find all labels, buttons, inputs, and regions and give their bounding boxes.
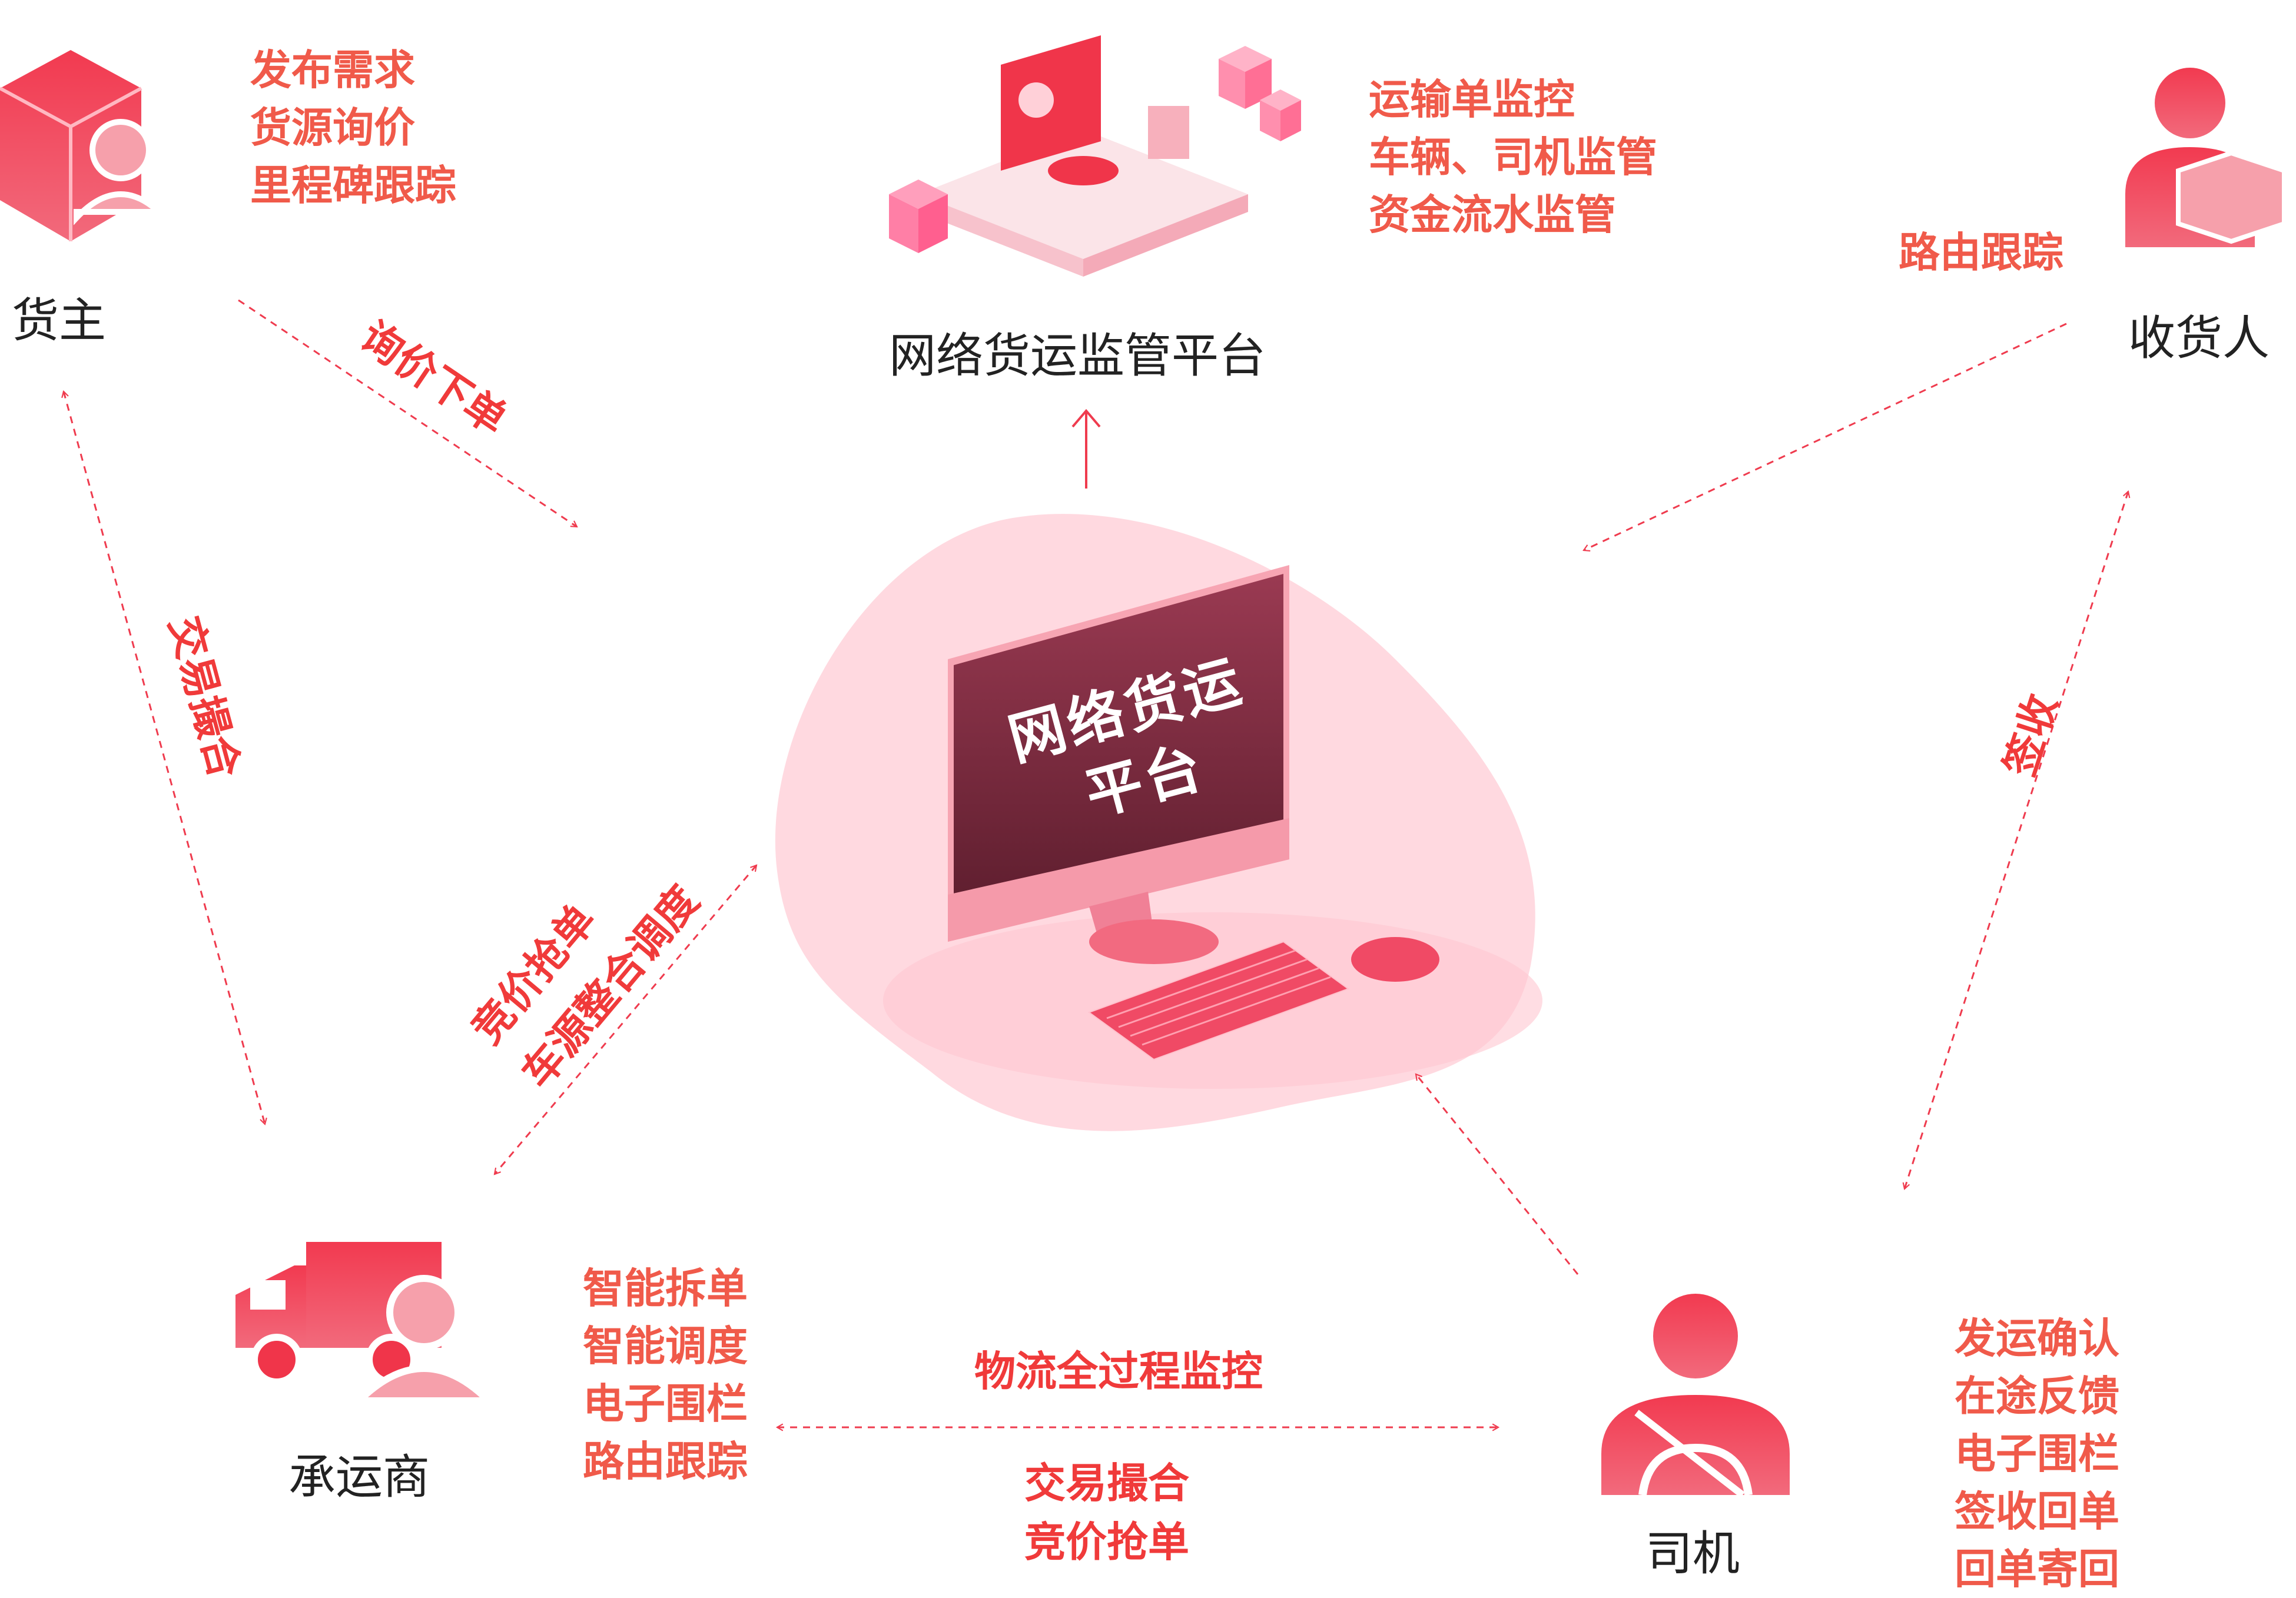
edge-driver-to-platform bbox=[1415, 1073, 1579, 1275]
edge-shipper-to-platform bbox=[238, 299, 578, 528]
carrier-label: 承运商 bbox=[288, 1450, 430, 1504]
shipper-task: 货源询价 bbox=[250, 104, 415, 152]
supervision-platform-label: 网络货运监管平台 bbox=[889, 328, 1266, 383]
shipper-task-list: 发布需求 货源询价 里程碑跟踪 bbox=[250, 41, 456, 214]
driver-task: 回单寄回 bbox=[1955, 1545, 2119, 1593]
carrier-task: 智能拆单 bbox=[583, 1264, 748, 1313]
edge-label-carrier-driver-bottom-2: 竞价抢单 bbox=[1024, 1518, 1189, 1566]
shipper-task: 发布需求 bbox=[250, 46, 415, 94]
consignee-task: 路由跟踪 bbox=[1899, 228, 2063, 277]
carrier-task: 电子围栏 bbox=[583, 1380, 748, 1428]
carrier-task: 路由跟踪 bbox=[583, 1437, 748, 1486]
edge-carrier-platform bbox=[493, 864, 758, 1175]
cube-right-1 bbox=[1219, 46, 1272, 109]
edge-label-carrier-driver-top: 物流全过程监控 bbox=[974, 1347, 1263, 1396]
driver-task: 签收回单 bbox=[1955, 1487, 2119, 1536]
cube-left bbox=[889, 180, 948, 253]
supervision-task: 运输单监控 bbox=[1369, 75, 1575, 124]
cube-right-2 bbox=[1260, 89, 1301, 141]
edge-platform-to-supervision bbox=[1071, 408, 1101, 489]
shipper-label: 货主 bbox=[12, 293, 106, 348]
edge-label-carrier-driver-bottom-1: 交易撮合 bbox=[1024, 1459, 1189, 1507]
driver-task: 在途反馈 bbox=[1955, 1372, 2119, 1420]
carrier-task: 智能调度 bbox=[583, 1322, 748, 1370]
driver-label: 司机 bbox=[1645, 1526, 1740, 1581]
driver-task: 电子围栏 bbox=[1955, 1430, 2119, 1478]
consignee-label: 收货人 bbox=[2128, 311, 2270, 366]
supervision-task-list: 运输单监控 车辆、司机监管 资金流水监管 bbox=[1369, 71, 1657, 244]
edge-consignee-to-platform bbox=[1582, 323, 2067, 552]
keyboard bbox=[1087, 941, 1350, 1061]
supervision-task: 资金流水监管 bbox=[1369, 191, 1616, 239]
edge-consignee-driver bbox=[1902, 490, 2131, 1191]
carrier-task-list: 智能拆单 智能调度 电子围栏 路由跟踪 bbox=[583, 1260, 748, 1490]
shipper-box-person-icon bbox=[0, 50, 168, 241]
consignee-person-box-icon bbox=[2125, 68, 2287, 247]
supervision-platform-illustration bbox=[889, 35, 1301, 277]
carrier-truck-person-icon bbox=[235, 1242, 497, 1404]
driver-task-list: 发运确认 在途反馈 电子围栏 签收回单 回单寄回 bbox=[1955, 1310, 2119, 1598]
supervision-task: 车辆、司机监管 bbox=[1369, 133, 1657, 181]
shipper-task: 里程碑跟踪 bbox=[250, 161, 456, 210]
consignee-task-list: 路由跟踪 bbox=[1899, 224, 2063, 281]
monitor bbox=[948, 565, 1289, 964]
edge-shipper-carrier bbox=[61, 390, 267, 1126]
mouse bbox=[1351, 937, 1439, 982]
driver-task: 发运确认 bbox=[1955, 1314, 2119, 1363]
center-platform-illustration bbox=[775, 514, 1542, 1131]
driver-steering-wheel-icon bbox=[1601, 1294, 1790, 1498]
